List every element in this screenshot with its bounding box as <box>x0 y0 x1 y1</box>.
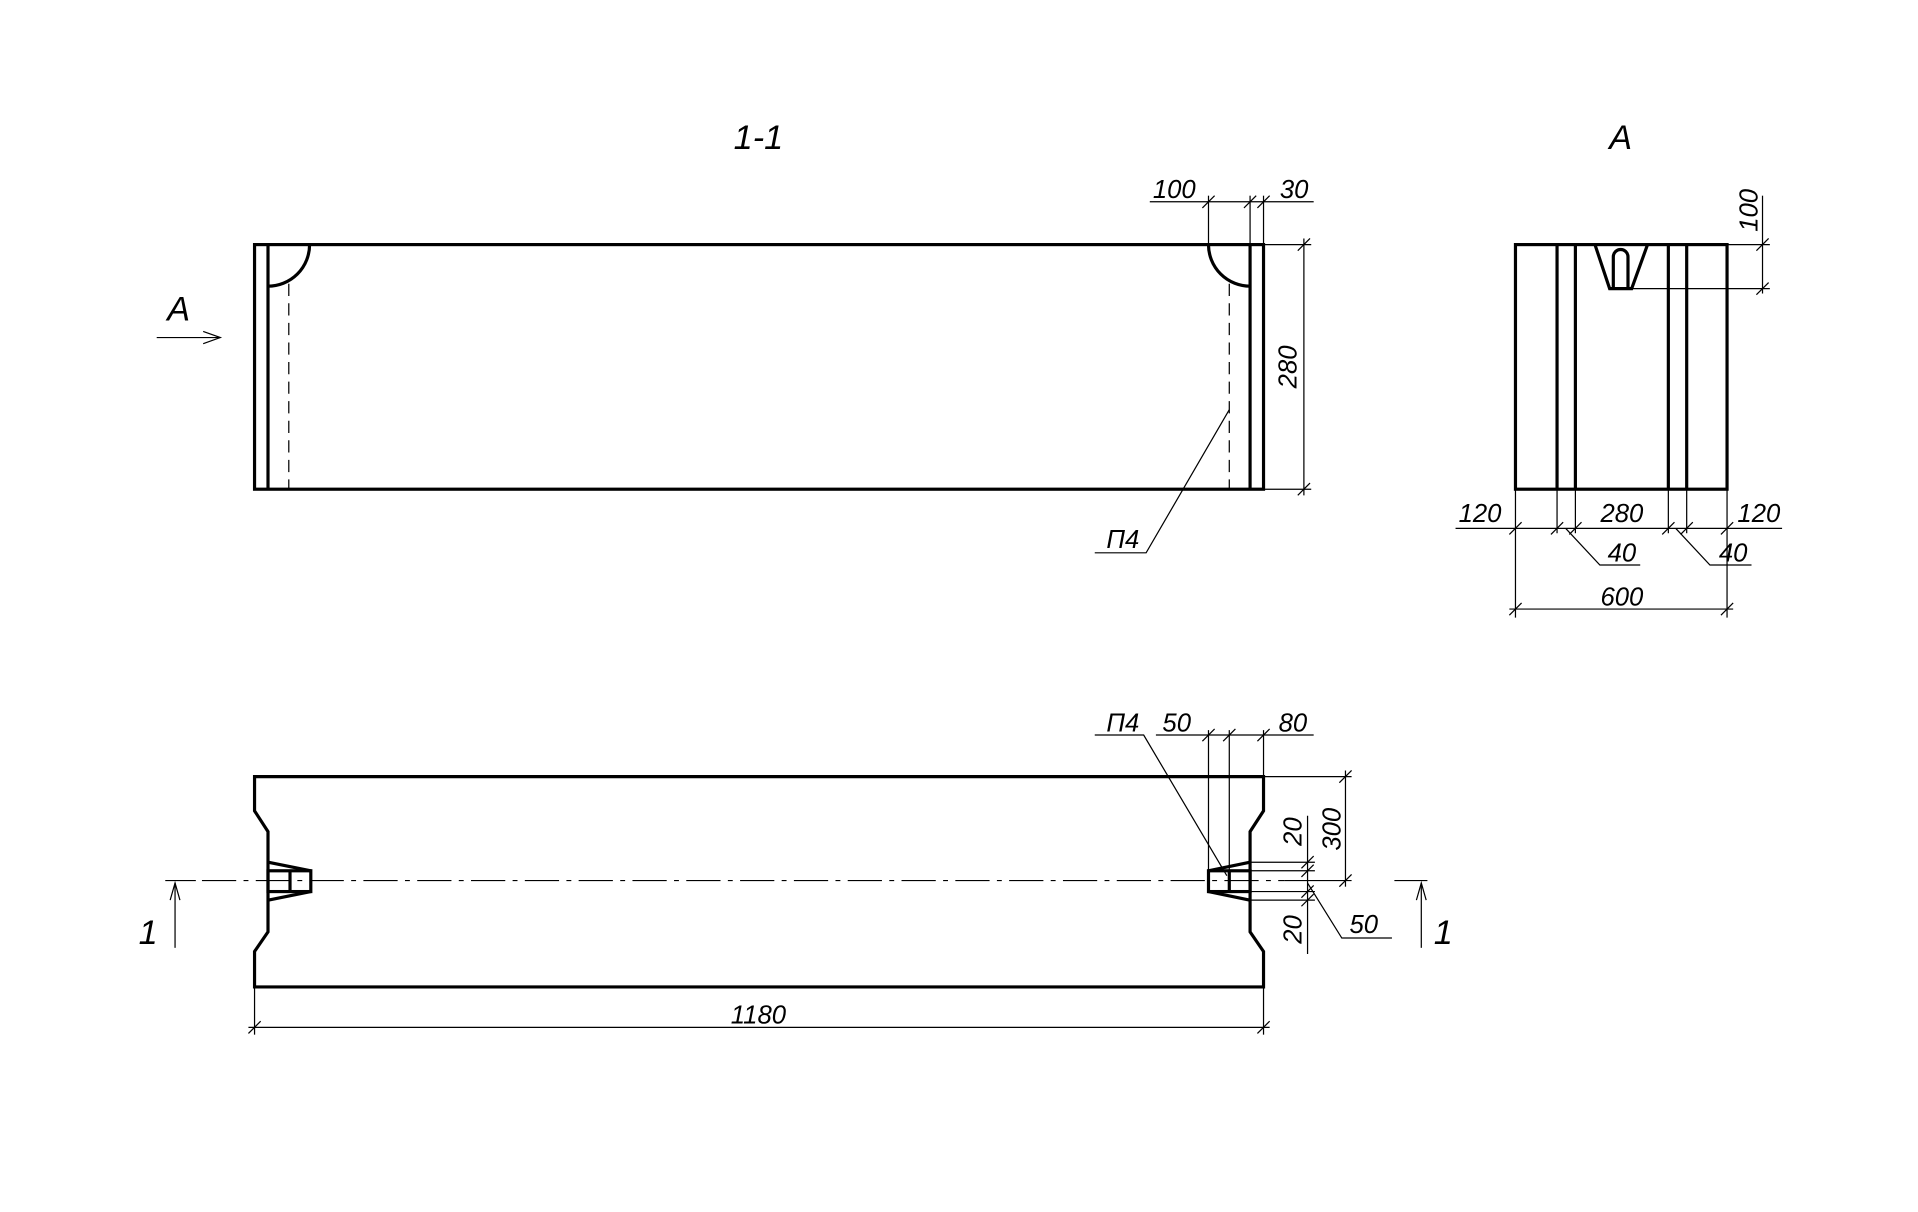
section-mark-right: 1 <box>1394 879 1453 952</box>
dimension-insert: 20 20 50 <box>1250 815 1392 954</box>
dimension-tick <box>1256 1020 1271 1034</box>
view-arrow-label: A <box>165 290 190 328</box>
part-label: П4 <box>1106 526 1139 554</box>
end-view-a: A 100 120 280 120 40 40 <box>1455 119 1783 618</box>
dimension-tick <box>1201 728 1216 742</box>
dimension-tick <box>1301 893 1315 907</box>
dimension-tick <box>1301 855 1315 869</box>
part-label: П4 <box>1106 709 1139 737</box>
section-mark-left: 1 <box>139 879 196 952</box>
dim-label: 100 <box>1153 176 1197 204</box>
part-leader-p4: П4 <box>1094 409 1230 554</box>
dim-label: 120 <box>1459 500 1503 528</box>
dimension-tick <box>1338 874 1353 888</box>
dimension-tick <box>1301 885 1315 899</box>
dimension-tick <box>1508 521 1523 535</box>
dim-label: 100 <box>1736 188 1764 232</box>
dimension-tick <box>1243 195 1257 209</box>
dimension-tick <box>1755 282 1770 296</box>
dimension-280: 280 <box>1263 238 1312 496</box>
dim-label: 20 <box>1279 817 1307 847</box>
dim-label: 600 <box>1600 583 1644 611</box>
dim-label: 40 <box>1719 539 1748 567</box>
dimension-tick <box>1568 521 1582 535</box>
dimension-50-80: П4 50 80 <box>1094 709 1314 876</box>
dimension-tick <box>1222 728 1236 742</box>
arrow-icon <box>1415 880 1427 901</box>
dimension-tick <box>1661 521 1675 535</box>
dimension-300: 300 <box>1263 770 1352 887</box>
dimension-tick <box>1720 602 1734 616</box>
dimension-tick <box>1755 238 1770 252</box>
plan-view: П4 50 80 300 20 20 50 1 <box>139 709 1453 1035</box>
dimension-1180: 1180 <box>248 986 1270 1035</box>
dimension-widths: 120 280 120 40 40 600 <box>1455 489 1783 618</box>
section-mark-label: 1 <box>139 914 158 952</box>
dim-label: 50 <box>1162 709 1191 737</box>
dimension-ticks <box>248 195 1770 1034</box>
block-plan-outline <box>252 775 1266 989</box>
arrow-icon <box>202 330 223 345</box>
lifting-recess-left <box>267 244 312 288</box>
dimension-100: 100 <box>1631 188 1770 294</box>
dimension-tick <box>1201 195 1216 209</box>
dimension-tick <box>1297 238 1311 252</box>
section-title: 1-1 <box>734 119 783 157</box>
dimension-tick <box>1297 482 1311 496</box>
section-1-1-view: 1-1 100 30 280 A П4 <box>156 119 1314 554</box>
slot-insert <box>1611 247 1630 289</box>
dimension-100-30: 100 30 <box>1149 176 1314 245</box>
dim-label: 300 <box>1319 807 1347 851</box>
section-mark-label: 1 <box>1434 914 1453 952</box>
dimension-tick <box>1338 770 1353 784</box>
dimension-tick <box>1720 521 1734 535</box>
dimension-tick <box>1680 521 1694 535</box>
dim-label: 280 <box>1599 500 1644 528</box>
block-outline <box>252 243 1266 491</box>
dim-label: 120 <box>1737 500 1781 528</box>
slot-outline <box>1593 244 1650 291</box>
lifting-recess-right <box>1206 244 1251 288</box>
dimension-tick <box>248 1020 262 1034</box>
insert-left <box>266 860 313 902</box>
dim-label: 30 <box>1280 176 1309 204</box>
view-title: A <box>1607 119 1632 157</box>
dim-label: 50 <box>1350 911 1379 939</box>
dim-label: 40 <box>1608 539 1637 567</box>
dimension-tick <box>1301 864 1315 878</box>
dimension-tick <box>1508 602 1523 616</box>
dim-label: 80 <box>1279 709 1308 737</box>
dimension-tick <box>1256 195 1271 209</box>
view-arrow-a: A <box>156 290 223 345</box>
dim-label: 280 <box>1275 345 1303 390</box>
dim-label: 1180 <box>731 1002 787 1030</box>
arrow-icon <box>169 880 181 901</box>
dim-label: 20 <box>1279 914 1307 944</box>
dimension-tick <box>1550 521 1564 535</box>
dimension-tick <box>1256 728 1271 742</box>
end-outline <box>1513 243 1729 491</box>
